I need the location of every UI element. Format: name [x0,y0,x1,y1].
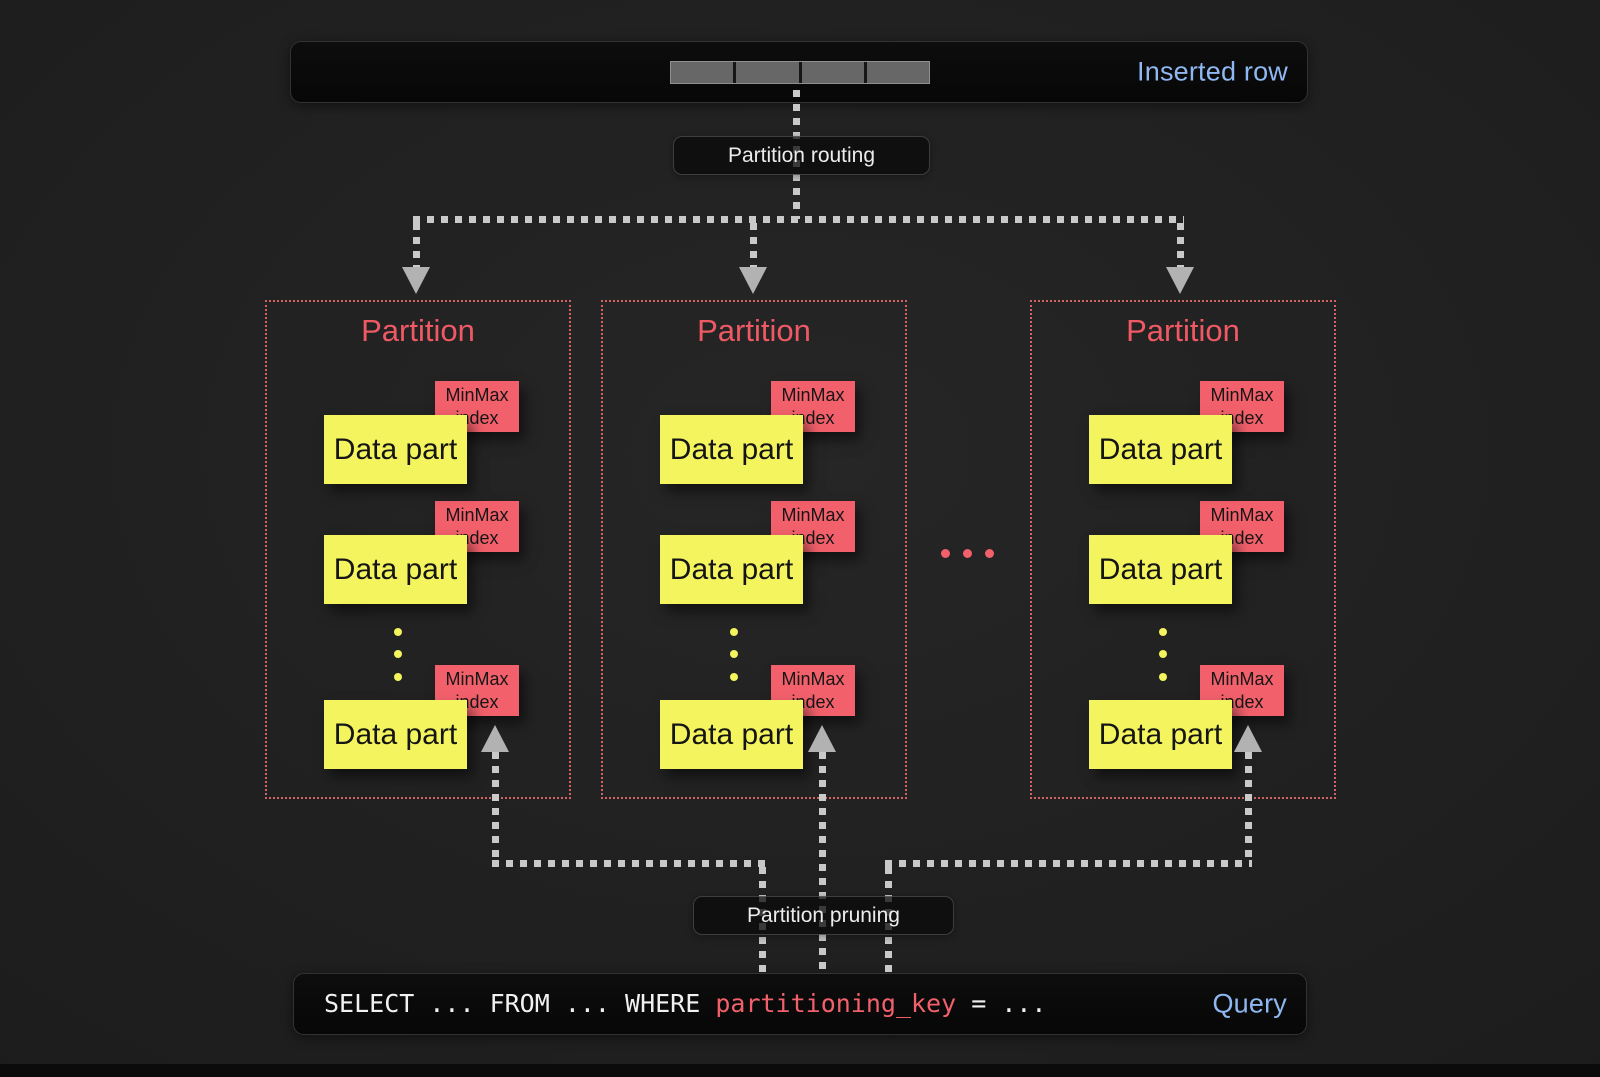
minmax-index-tag: MinMax index [771,381,855,432]
data-part-box: Data part [324,700,467,769]
data-part-box: Data part [660,535,803,604]
minmax-index-tag: MinMax index [1200,501,1284,552]
data-part-box: Data part [1089,700,1232,769]
vertical-ellipsis-dot [394,628,402,636]
vertical-ellipsis-dot [394,650,402,658]
row-cell [671,62,734,83]
vertical-ellipsis-dot [1159,628,1167,636]
row-cell [798,62,864,83]
pruning-rail-right [885,860,1252,867]
vertical-ellipsis-dot [1159,650,1167,658]
data-part-box: Data part [324,415,467,484]
data-part-box: Data part [324,535,467,604]
partition-title: Partition [361,313,475,348]
routing-drop-right [1177,223,1184,267]
pruning-rise-right [1245,752,1252,860]
sql-partitioning-key: partitioning_key [715,989,957,1018]
vertical-ellipsis-dot [730,673,738,681]
sql-prefix: SELECT ... FROM ... WHERE [324,989,716,1018]
data-part-box: Data part [660,700,803,769]
minmax-index-tag: MinMax index [435,381,519,432]
pruning-rail-left [492,860,766,867]
row-cell [733,62,799,83]
partition-pruning-pill: Partition pruning [693,896,954,935]
data-part-box: Data part [660,415,803,484]
vertical-ellipsis-dot [730,628,738,636]
partition-routing-pill: Partition routing [673,136,930,175]
pruning-line-middle [819,752,826,973]
inserted-row-label: Inserted row [1137,56,1288,87]
row-cells-strip [670,61,930,84]
vertical-ellipsis-dot [394,673,402,681]
vertical-ellipsis-dot [730,650,738,658]
bottom-edge-strip [0,1064,1600,1077]
ellipsis-dot [985,549,994,558]
vertical-ellipsis-dot [1159,673,1167,681]
partition-title: Partition [1126,313,1240,348]
query-label: Query [1212,988,1287,1019]
partition-title: Partition [697,313,811,348]
arrow-up-left-icon [481,725,509,752]
inserted-row-bar: Inserted row [290,41,1308,103]
arrow-down-right-icon [1166,267,1194,294]
arrow-down-middle-icon [739,267,767,294]
row-cell [863,62,929,83]
routing-drop-left [413,223,420,267]
data-part-box: Data part [1089,535,1232,604]
ellipsis-dot [941,549,950,558]
sql-suffix: = ... [956,989,1047,1018]
ellipsis-dot [963,549,972,558]
routing-drop-middle [750,223,757,267]
arrow-up-middle-icon [808,725,836,752]
arrow-down-left-icon [402,267,430,294]
arrow-up-right-icon [1234,725,1262,752]
sql-text: SELECT ... FROM ... WHERE partitioning_k… [324,974,1046,1034]
data-part-box: Data part [1089,415,1232,484]
routing-rail [413,216,1184,223]
query-bar: SELECT ... FROM ... WHERE partitioning_k… [293,973,1307,1035]
pruning-rise-left [492,752,499,860]
